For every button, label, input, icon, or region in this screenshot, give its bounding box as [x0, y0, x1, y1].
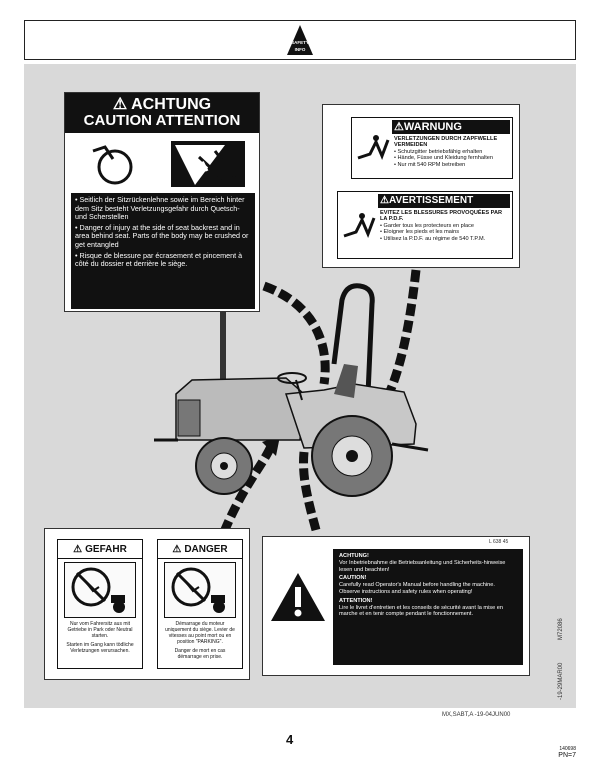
small-code: 140698 [559, 746, 576, 752]
pto-entanglement-icon [342, 210, 376, 249]
tractor-illustration [154, 269, 429, 534]
operator-manual-sticker: L 638 45 ACHTUNG! Vor Inbetriebnahme die… [262, 536, 530, 676]
pto-entanglement-icon [356, 132, 390, 171]
warnung-bullet: Hände, Füsse und Kleidung fernhalten [397, 155, 493, 162]
attention-text: Lire le livret d'entretien et les consei… [339, 604, 503, 618]
avertissement-title: AVERTISSEMENT [388, 195, 474, 206]
warning-triangle-icon: ⚠ [112, 96, 128, 113]
logo-line2: INFO [295, 47, 306, 52]
avertissement-bullet: Garder tous les protecteurs en place [383, 222, 474, 229]
caution-sticker: ⚠ ACHTUNG CAUTION ATTENTION • Seitlich d… [64, 92, 260, 312]
danger-label: ⚠DANGER Démarrage du moteur uniquement d… [157, 539, 243, 669]
avertissement-label: ⚠AVERTISSEMENT EVITEZ LES BLESSURES PROV… [337, 191, 513, 259]
warnung-label: ⚠WARNUNG VERLETZUNGEN DURCH ZAPFWELLE VE… [351, 117, 513, 179]
exclamation-triangle-icon [269, 571, 327, 628]
gefahr-title: GEFAHR [85, 543, 127, 555]
achtung-heading: ACHTUNG! [339, 553, 369, 559]
sticker-code: L 638 45 [489, 539, 509, 545]
achtung-text: Vor Inbetriebnahme die Betriebsanleitung… [339, 559, 506, 573]
caution-sticker-header: ⚠ ACHTUNG CAUTION ATTENTION [65, 93, 259, 133]
avertissement-bullet: Utilisez la P.D.F. au régime de 540 T.P.… [383, 235, 486, 242]
gefahr-label: ⚠GEFAHR Nur vom Fahrersitz aus mit Getri… [57, 539, 143, 669]
runover-pictogram [164, 562, 236, 618]
warnung-title: WARNUNG [403, 121, 462, 133]
warnung-bullet: Schutzgitter betriebsfähig erhalten [397, 148, 483, 155]
figure-date-vertical: -19-29MAR00 [558, 662, 564, 700]
caution-text-de: Seitlich der Sitzrückenlehne sowie im Be… [75, 195, 245, 222]
start-hazard-panel: ⚠GEFAHR Nur vom Fahrersitz aus mit Getri… [44, 528, 250, 680]
danger-title: DANGER [184, 543, 228, 555]
header-frame [24, 20, 576, 60]
figure-code-vertical: M72086 [558, 618, 564, 640]
warnung-heading: VERLETZUNGEN DURCH ZAPFWELLE VERMEIDEN [394, 136, 498, 149]
crush-hazard-pictogram [75, 137, 249, 191]
caution-heading: CAUTION! [339, 575, 367, 582]
caution-text-en: Danger of injury at the side of seat bac… [75, 222, 249, 249]
warning-triangle-icon: ⚠ [73, 543, 83, 555]
runover-pictogram [64, 562, 136, 618]
caution-sticker-text: • Seitlich der Sitzrückenlehne sowie im … [71, 193, 255, 309]
page-number: 4 [286, 732, 294, 747]
caution-text: Carefully read Operator's Manual before … [339, 582, 495, 595]
manual-instructions-text: ACHTUNG! Vor Inbetriebnahme die Betriebs… [333, 549, 523, 665]
gefahr-text-1: Nur vom Fahrersitz aus mit Getriebe in P… [67, 621, 133, 639]
achtung-label: ACHTUNG [131, 96, 212, 113]
avertissement-heading: EVITEZ LES BLESSURES PROVOQUÉES PAR LA P… [380, 210, 503, 223]
safety-info-logo: SAFETY INFO [286, 24, 314, 61]
warning-triangle-icon: ⚠ [172, 543, 182, 555]
danger-text-1: Démarrage du moteur uniquement du siège.… [165, 621, 235, 645]
document-reference: MX,SABT,A -19-04JUN00 [442, 712, 511, 718]
danger-text-2: Danger de mort en cas démarrage en prise… [174, 648, 226, 660]
avertissement-bullet: Eloigner les pieds et les mains [383, 229, 460, 236]
pto-warning-panel: ⚠WARNUNG VERLETZUNGEN DURCH ZAPFWELLE VE… [322, 104, 520, 268]
page-index: PN=7 [558, 752, 576, 759]
warnung-bullet: Nur mit 540 RPM betreiben [397, 161, 466, 168]
attention-heading: ATTENTION! [339, 597, 373, 604]
caution-attention-label: CAUTION ATTENTION [83, 112, 241, 129]
logo-line1: SAFETY [291, 40, 309, 45]
caution-text-fr: Risque de blessure par écrasement et pin… [75, 250, 243, 269]
gefahr-text-2: Starten im Gang kann tödliche Verletzung… [66, 642, 134, 654]
